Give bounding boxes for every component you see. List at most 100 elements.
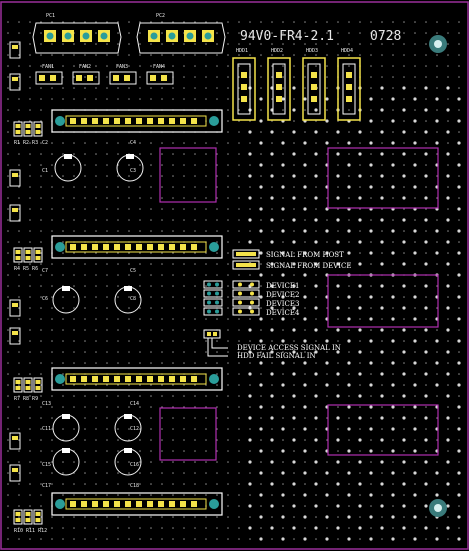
component-footprint [159, 407, 217, 461]
sata-slot [65, 498, 207, 510]
hdd-label: HDD3 [306, 48, 318, 54]
sata-mount [209, 116, 219, 126]
fan-label: FAN4 [153, 64, 165, 70]
device-pin [207, 291, 211, 296]
hdd-connector-outline [232, 57, 256, 121]
signal-led-outline [232, 260, 260, 270]
sata-mount [55, 242, 65, 252]
resistor-pad [35, 124, 41, 128]
power-connector-label: PC2 [156, 13, 165, 19]
resistor-outline [13, 121, 23, 137]
device-header-outline [203, 280, 223, 289]
leader-line [207, 338, 228, 357]
side-pad [12, 208, 18, 212]
board-title: 94V0-FR4-2.1 [240, 29, 334, 44]
sata-pin [147, 376, 153, 382]
resistor-pad [15, 518, 21, 522]
capacitor-label: C4 [130, 140, 136, 146]
side-pad [12, 45, 18, 49]
device-led [250, 300, 254, 305]
resistor-pad [35, 250, 41, 254]
hdd-pad [241, 84, 247, 90]
side-header [9, 299, 21, 317]
sata-pin [70, 118, 76, 124]
sata-pin [191, 244, 197, 250]
sata-pin [169, 244, 175, 250]
power-connector-label: PC1 [46, 13, 55, 19]
side-header [9, 432, 21, 450]
hdd-label: HDD1 [236, 48, 248, 54]
sata-pin [114, 244, 120, 250]
resistor-pad [15, 512, 21, 516]
sata-pin [81, 501, 87, 507]
component-footprint [327, 274, 439, 328]
device-pin [207, 282, 211, 287]
resistor-outline [13, 247, 23, 263]
side-pad [12, 303, 18, 307]
resistor-outline [23, 509, 33, 525]
sata-pin [70, 501, 76, 507]
device-led-outline [232, 280, 260, 289]
access-legend-text: DEVICE ACCESS SIGNAL IN [237, 344, 341, 352]
capacitor-label: C13 [42, 401, 51, 407]
signal-led-outline [232, 249, 260, 259]
access-header [203, 329, 221, 339]
hdd-pad [311, 96, 317, 102]
resistor-pad [25, 512, 31, 516]
date-code: 0728 [370, 29, 401, 44]
sata-pin [136, 501, 142, 507]
capacitor-mark [62, 286, 70, 291]
fan-pad [124, 75, 130, 81]
access-legend-text: HDD FAIL SIGNAL IN [237, 352, 316, 360]
hdd-connector-body [237, 63, 251, 115]
capacitor-label: C12 [130, 426, 139, 432]
access-pad [213, 332, 217, 336]
sata-connector [51, 235, 223, 259]
sata-pin [103, 118, 109, 124]
fan-header [109, 71, 137, 85]
sata-mount [209, 499, 219, 509]
capacitor-mark [62, 448, 70, 453]
hdd-pad [276, 96, 282, 102]
sata-pin [180, 244, 186, 250]
device-led [238, 309, 242, 314]
component-footprint [327, 147, 439, 209]
sata-pin [92, 376, 98, 382]
signal-legend-text: SIGNAL FROM DEVICE [266, 262, 351, 270]
sata-pin [92, 118, 98, 124]
sata-pin [125, 118, 131, 124]
sata-mount [209, 242, 219, 252]
resistor-pad [15, 250, 21, 254]
hdd-pad [276, 72, 282, 78]
side-header [9, 204, 21, 222]
resistor-outline [23, 121, 33, 137]
side-header [9, 327, 21, 345]
hdd-pad [311, 72, 317, 78]
sata-pin [103, 376, 109, 382]
resistor-outline [23, 247, 33, 263]
hdd-pad [241, 72, 247, 78]
sata-pin [114, 118, 120, 124]
resistor-pad [15, 380, 21, 384]
resistor-pad [15, 386, 21, 390]
side-header [9, 464, 21, 482]
capacitor-mark [126, 154, 134, 159]
sata-pin [81, 244, 87, 250]
resistor-row-label: R7 R8 R9 [14, 396, 38, 402]
hdd-pad [311, 84, 317, 90]
resistor-pad [25, 518, 31, 522]
capacitor-mark [124, 448, 132, 453]
capacitor-label: C7 [42, 268, 48, 274]
device-header-outline [203, 307, 223, 316]
sata-pin [136, 244, 142, 250]
device-led [238, 291, 242, 296]
capacitor-label: C3 [130, 168, 136, 174]
capacitor-label: C1 [42, 168, 48, 174]
power-connector-outline [32, 22, 122, 54]
hdd-connector-outline [267, 57, 291, 121]
signal-legend-text: SIGNAL FROM HOST [266, 251, 344, 259]
resistor-pad [35, 518, 41, 522]
resistor-row-label: R4 R5 R6 [14, 266, 38, 272]
resistor-outline [33, 121, 43, 137]
resistor-outline [13, 377, 23, 393]
